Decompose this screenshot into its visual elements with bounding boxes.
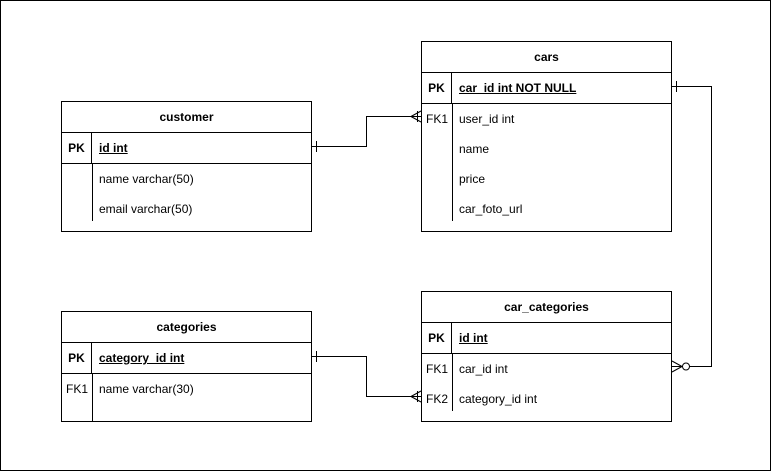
field-row: name varchar(50) — [62, 164, 311, 194]
primary-key-row: PK car_id int NOT NULL — [422, 73, 671, 104]
many-crowsfoot-marker — [671, 360, 683, 373]
primary-key-row: PK id int — [62, 133, 311, 164]
key-column-divider — [92, 373, 93, 421]
field-label: price — [459, 172, 486, 186]
entity-customer[interactable]: customer PK id int name varchar(50) emai… — [61, 101, 312, 232]
relationship-line-categories-car-categories — [312, 356, 421, 397]
key-label: PK — [62, 133, 92, 163]
key-label: FK1 — [65, 382, 88, 396]
key-label: FK2 — [425, 392, 448, 406]
key-column-divider — [452, 103, 453, 221]
field-label: user_id int — [459, 112, 515, 126]
field-label: id int — [99, 141, 128, 155]
field-label: car_foto_url — [459, 202, 523, 216]
key-label: PK — [62, 343, 92, 373]
field-row: email varchar(50) — [62, 194, 311, 224]
field-row: price — [422, 164, 671, 194]
key-label: PK — [422, 73, 452, 103]
field-label: name varchar(30) — [99, 382, 194, 396]
field-label: car_id int NOT NULL — [459, 81, 577, 95]
field-row: FK1 user_id int — [422, 104, 671, 134]
relationship-line-customer-cars — [312, 116, 421, 147]
field-label: email varchar(50) — [99, 202, 193, 216]
field-label: category_id int — [459, 392, 538, 406]
entity-cars[interactable]: cars PK car_id int NOT NULL FK1 user_id … — [421, 41, 672, 232]
entity-title: cars — [422, 42, 671, 73]
entity-car-categories[interactable]: car_categories PK id int FK1 car_id int … — [421, 291, 672, 422]
field-row: FK1 car_id int — [422, 354, 671, 384]
entity-title: categories — [62, 312, 311, 343]
primary-key-row: PK id int — [422, 323, 671, 354]
relationship-line-cars-car-categories — [672, 86, 712, 367]
many-crowsfoot-marker — [410, 110, 422, 123]
key-label: PK — [422, 323, 452, 353]
field-row: FK1 name varchar(30) — [62, 374, 311, 404]
key-label: FK1 — [425, 112, 448, 126]
entity-title: car_categories — [422, 292, 671, 323]
zero-marker — [682, 362, 690, 371]
field-label: name varchar(50) — [99, 172, 194, 186]
field-row: name — [422, 134, 671, 164]
field-label: car_id int — [459, 362, 508, 376]
entity-title: customer — [62, 102, 311, 133]
key-label: FK1 — [425, 362, 448, 376]
field-label: id int — [459, 331, 488, 345]
field-label: name — [459, 142, 490, 156]
field-label: category_id int — [99, 351, 185, 365]
key-column-divider — [92, 163, 93, 221]
entity-categories[interactable]: categories PK category_id int FK1 name v… — [61, 311, 312, 422]
primary-key-row: PK category_id int — [62, 343, 311, 374]
field-row: FK2 category_id int — [422, 384, 671, 414]
many-crowsfoot-marker — [410, 390, 422, 403]
key-column-divider — [452, 353, 453, 411]
field-row: car_foto_url — [422, 194, 671, 224]
